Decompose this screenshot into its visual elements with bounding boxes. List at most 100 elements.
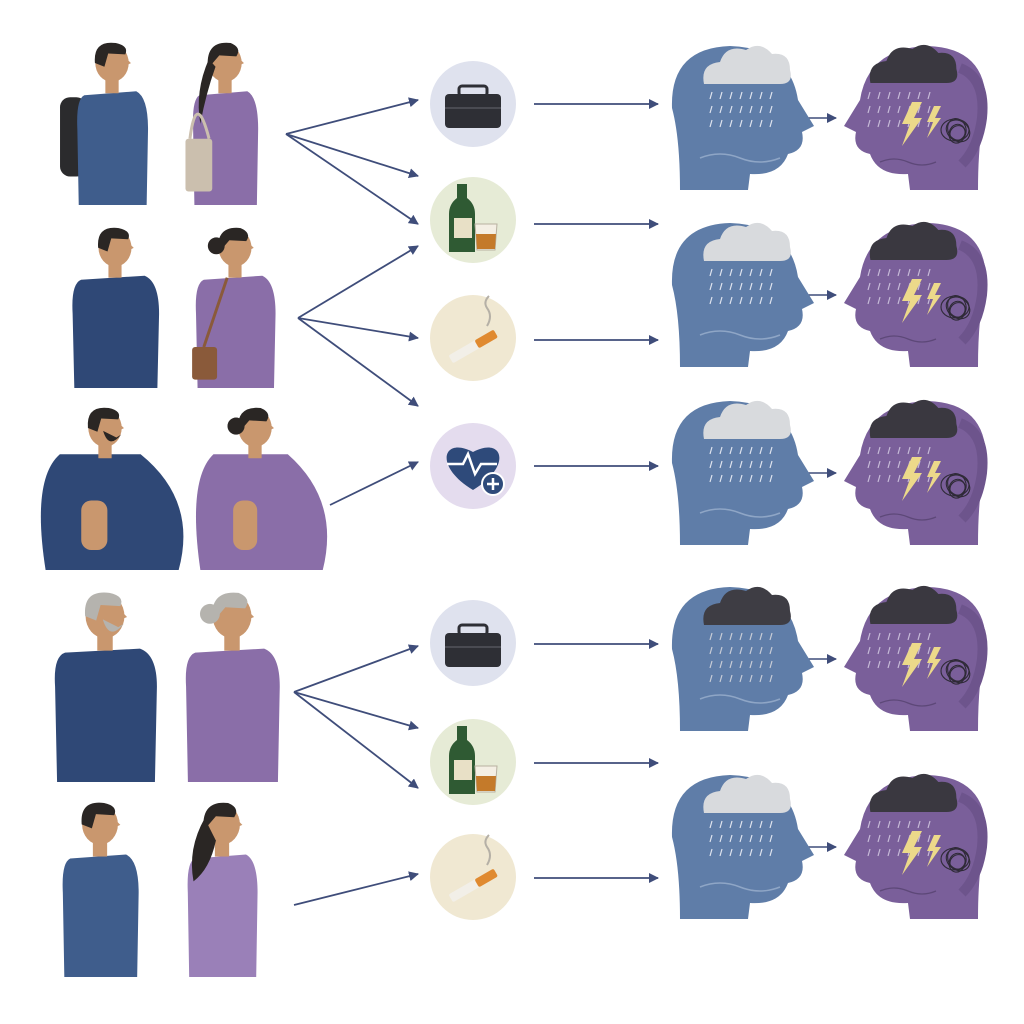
raindrop (769, 119, 773, 128)
raindrop (739, 282, 743, 291)
raindrop (887, 460, 891, 469)
raindrop (709, 446, 713, 455)
raindrop (907, 91, 911, 100)
raindrop (739, 632, 743, 641)
raindrop (877, 91, 881, 100)
raindrop (769, 268, 773, 277)
hair-outline (957, 418, 988, 523)
nose (249, 243, 254, 250)
hair-bun (207, 237, 225, 255)
raindrop (867, 632, 871, 641)
raindrop (749, 474, 753, 483)
raindrop (719, 674, 723, 683)
raindrop (917, 105, 921, 114)
raindrop (917, 268, 921, 277)
raindrop (897, 119, 901, 128)
raindrop (887, 105, 891, 114)
nose (129, 243, 134, 250)
raindrop (769, 632, 773, 641)
wave-lines (879, 513, 937, 521)
storm-lightning-head (844, 399, 988, 545)
raindrop (867, 446, 871, 455)
raindrop (719, 460, 723, 469)
raindrop (709, 848, 713, 857)
raindrop (729, 848, 733, 857)
raindrop (897, 820, 901, 829)
nose (122, 612, 128, 619)
hair-outline (957, 792, 988, 897)
raindrop (927, 446, 931, 455)
raindrop (927, 632, 931, 641)
raindrop (917, 282, 921, 291)
raindrop (867, 296, 871, 305)
arrow-person-to-factor (329, 461, 419, 506)
wave-lines (699, 694, 781, 704)
raindrop (749, 119, 753, 128)
hair (211, 592, 248, 623)
lightning-icon (902, 643, 922, 687)
torso (72, 275, 160, 388)
lightning-icon (902, 831, 922, 875)
nose (115, 820, 121, 827)
torso (54, 648, 157, 782)
arrows-layer (285, 97, 837, 906)
raindrop (897, 268, 901, 277)
raindrop (867, 474, 871, 483)
lightning-icon (927, 835, 941, 867)
hair (84, 592, 122, 621)
raindrop (887, 119, 891, 128)
raindrop (907, 632, 911, 641)
raindrop (769, 91, 773, 100)
shoulder-bag-icon (192, 347, 218, 380)
cloud-icon (703, 45, 791, 84)
raindrop (887, 268, 891, 277)
raindrop (709, 268, 713, 277)
raindrop (719, 660, 723, 669)
hair (81, 802, 116, 829)
raindrop (759, 474, 763, 483)
nose (119, 423, 124, 431)
bottle-glass-icon (449, 184, 498, 252)
raindrop (749, 460, 753, 469)
raindrop (867, 268, 871, 277)
arm (233, 500, 258, 550)
raindrop (887, 446, 891, 455)
hair (94, 42, 127, 67)
tangle-icon (940, 658, 971, 685)
raindrop (709, 632, 713, 641)
wave-lines (879, 335, 937, 343)
raindrop (739, 119, 743, 128)
raindrop (877, 820, 881, 829)
raindrop (719, 474, 723, 483)
raindrop (739, 460, 743, 469)
person-male-older-adults (54, 592, 157, 782)
person-female-young-adults-2 (187, 802, 258, 977)
wave-lines (699, 330, 781, 340)
raindrop (887, 820, 891, 829)
raindrop (927, 91, 931, 100)
rain-cloud-head (671, 45, 814, 190)
raindrop (867, 91, 871, 100)
raindrop (749, 105, 753, 114)
raindrop (927, 460, 931, 469)
raindrop (897, 446, 901, 455)
raindrop (887, 848, 891, 857)
bag-strap (188, 112, 211, 140)
raindrop (917, 446, 921, 455)
raindrop (739, 646, 743, 655)
raindrop (907, 820, 911, 829)
outcome-heads-column (671, 44, 988, 919)
raindrop (719, 646, 723, 655)
cigarette-icon (449, 295, 498, 363)
raindrop (709, 296, 713, 305)
wave-lines (699, 508, 781, 518)
raindrop (867, 646, 871, 655)
raindrop (877, 834, 881, 843)
tangle-icon (940, 117, 971, 144)
raindrop (739, 674, 743, 683)
raindrop (877, 632, 881, 641)
people-column (40, 42, 328, 977)
raindrop (927, 820, 931, 829)
lightning-icon (927, 283, 941, 315)
raindrop (769, 674, 773, 683)
